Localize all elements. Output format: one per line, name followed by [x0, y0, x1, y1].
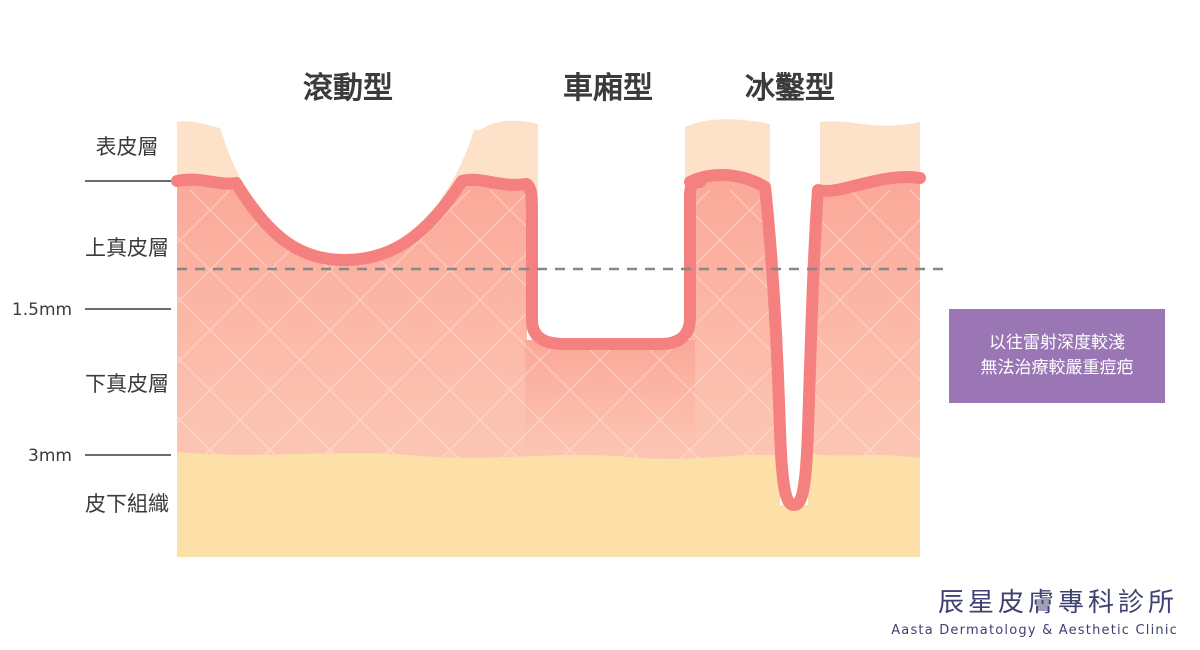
scar-title-icepick: 冰鑿型: [745, 71, 835, 106]
depth-label-3mm: 3mm: [28, 446, 72, 466]
rolling-scar-outline: [171, 173, 532, 266]
callout-line-1: 以往雷射深度較淺: [989, 333, 1125, 353]
dermis-texture: [177, 190, 527, 460]
layer-label-lower-dermis: 下真皮層: [85, 372, 169, 396]
subcutis-layer-right: [808, 454, 920, 557]
layer-label-epidermis: 表皮層: [96, 135, 159, 159]
subcutis-layer: [177, 452, 780, 557]
clinic-name-zh: 辰星皮膚專科診所: [937, 588, 1178, 618]
boxcar-scar-cavity: [538, 120, 685, 340]
layer-label-upper-dermis: 上真皮層: [85, 236, 169, 260]
scar-title-rolling: 滾動型: [303, 71, 393, 106]
icepick-scar-cavity: [770, 120, 820, 500]
layer-label-subcutis: 皮下組織: [85, 492, 169, 516]
dermis-texture-boxcar: [527, 345, 692, 460]
clinic-logo: 辰星皮膚專科診所 Aasta Dermatology & Aesthetic C…: [891, 582, 1178, 638]
clinic-name-en: Aasta Dermatology & Aesthetic Clinic: [891, 623, 1178, 638]
laser-limitation-callout: 以往雷射深度較淺 無法治療較嚴重痘疤: [949, 309, 1165, 403]
callout-line-2: 無法治療較嚴重痘疤: [980, 358, 1134, 378]
scar-title-boxcar: 車廂型: [563, 71, 653, 106]
depth-label-1-5mm: 1.5mm: [12, 300, 72, 320]
rolling-scar-cavity: [218, 120, 477, 255]
subcutis-under-icepick: [778, 505, 810, 557]
boxcar-scar-outline: [520, 176, 706, 350]
icepick-scar-outline: [684, 169, 926, 511]
